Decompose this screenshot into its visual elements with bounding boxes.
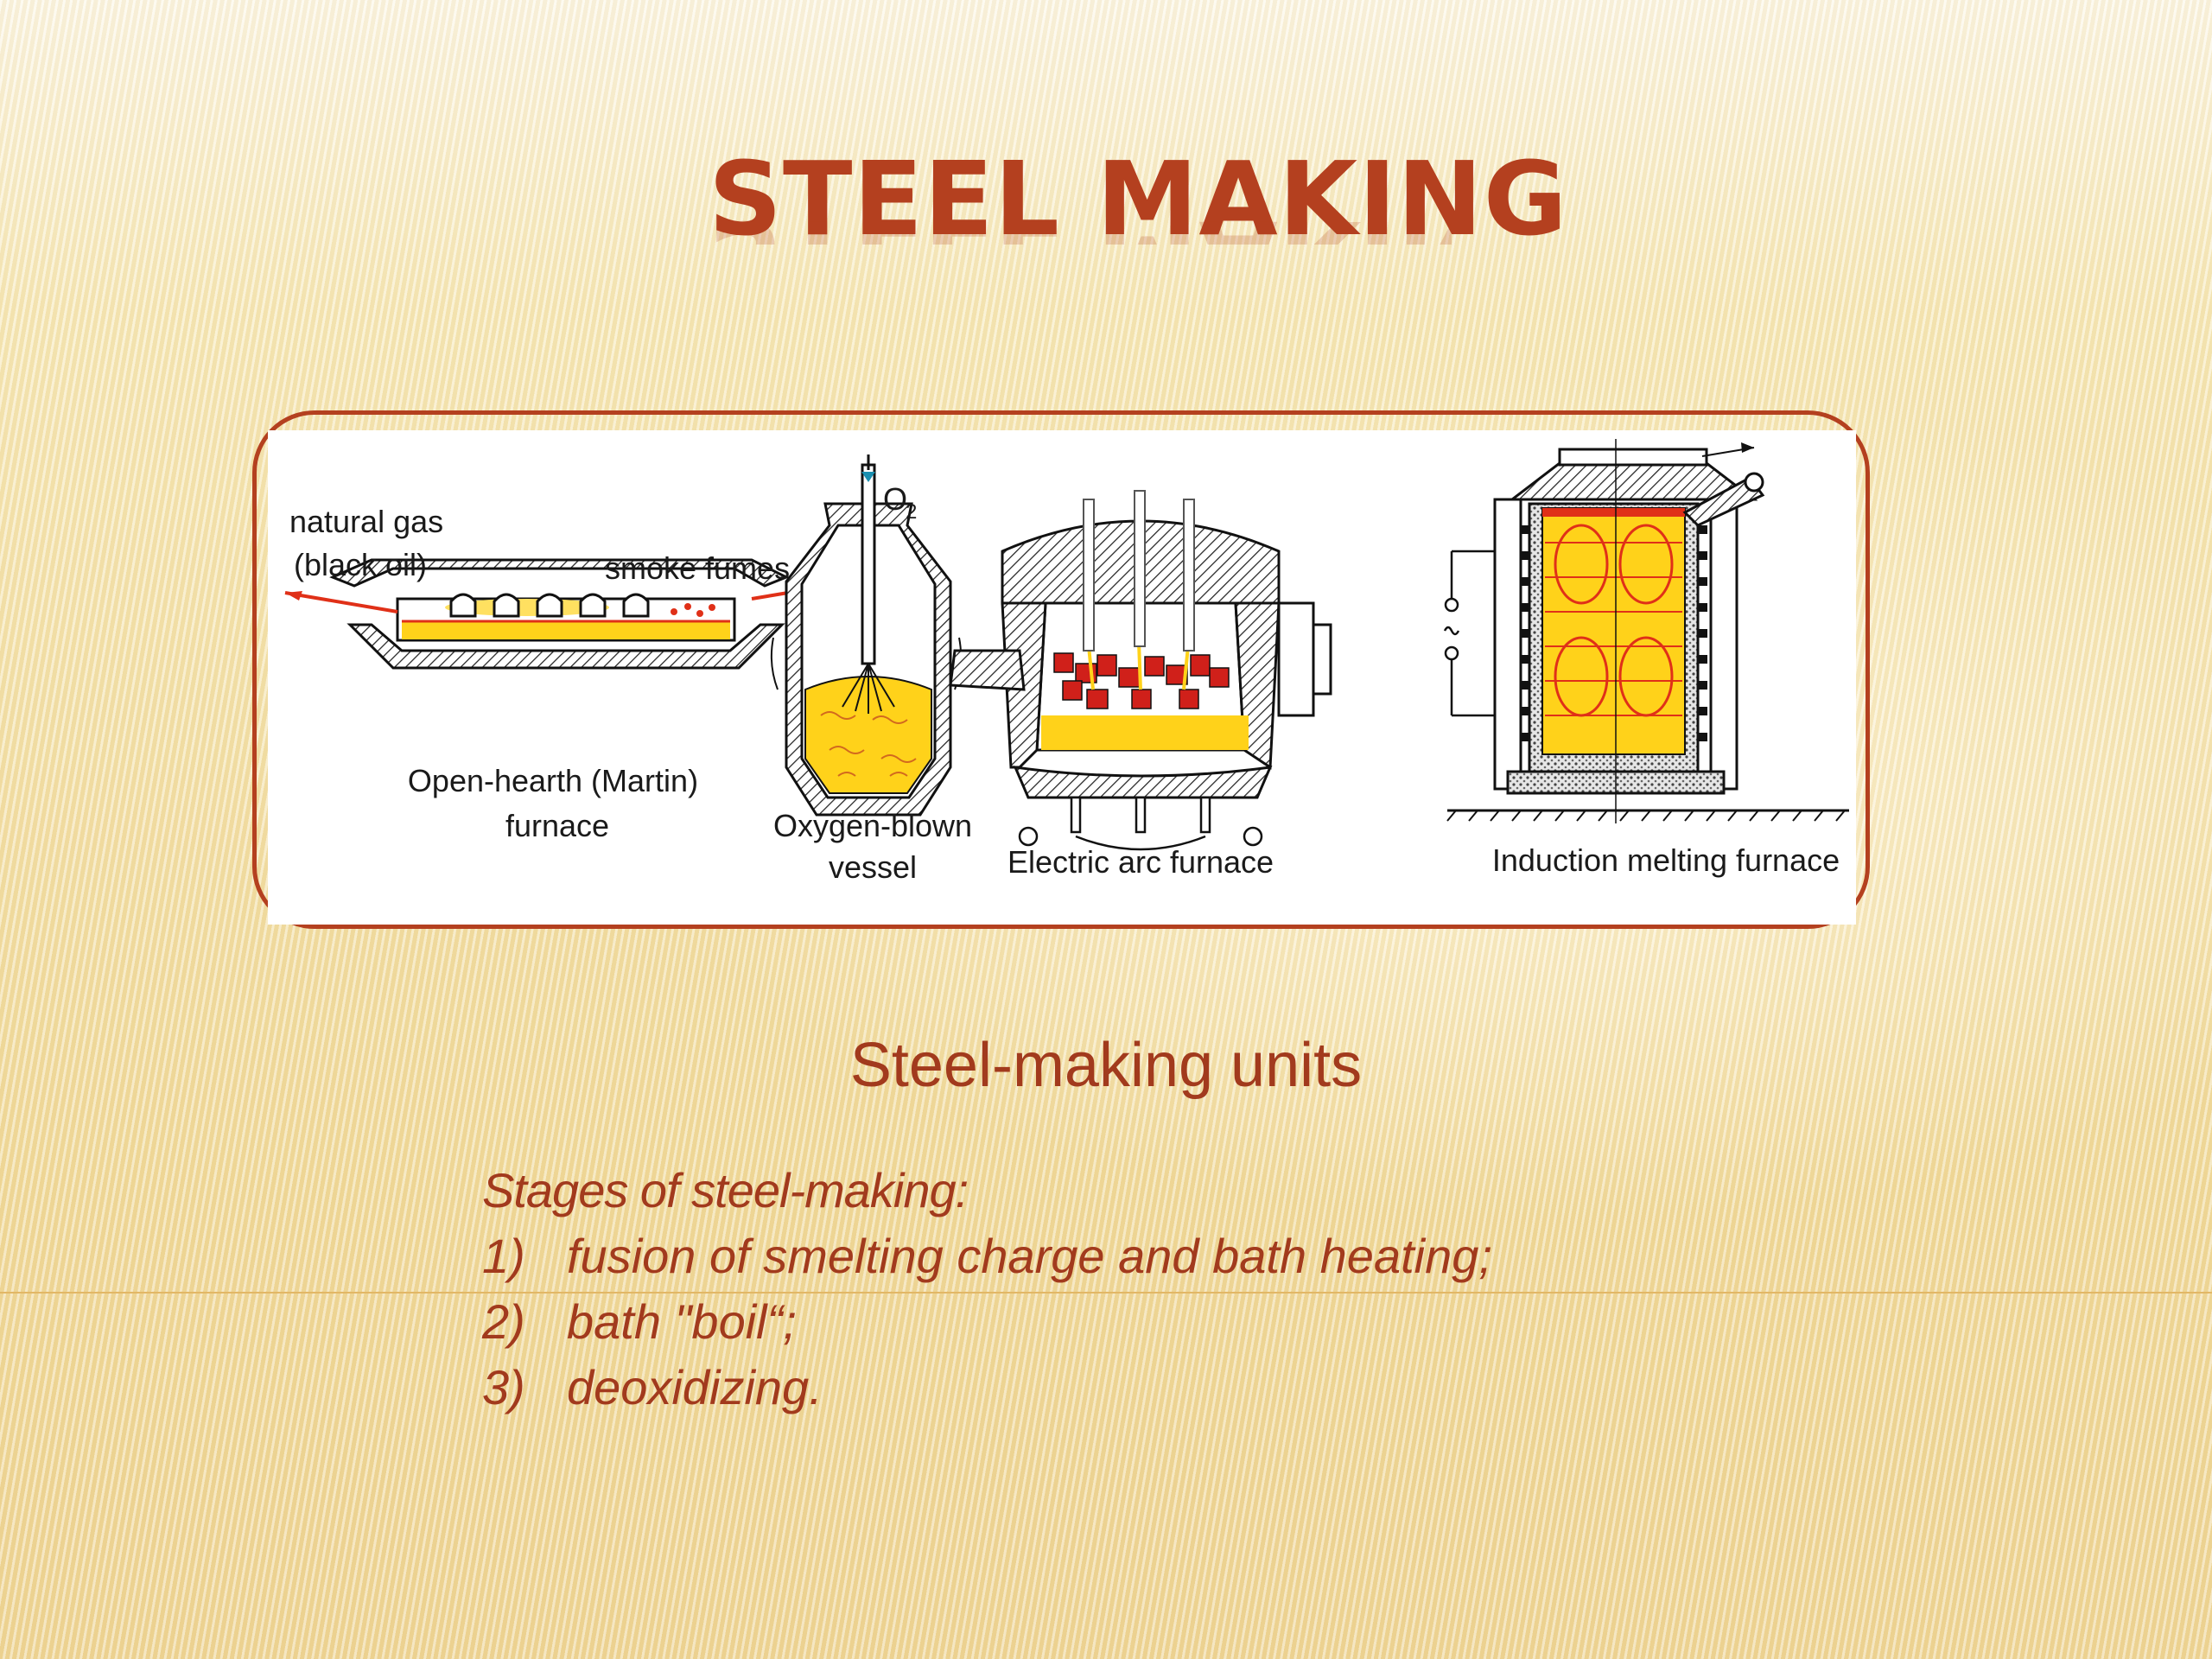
diagram-caption: Steel-making units [849,1031,1363,1100]
open-hearth-label-line1: Open-hearth (Martin) [408,763,698,798]
smoke-fumes-label: smoke fumes [605,550,790,586]
o2-label: O [883,481,907,517]
slide-title: STEEL MAKING [709,139,1568,258]
open-hearth-furnace: natural gas (black oil) smoke fumes Open… [284,504,830,843]
list-item: 2) bath "boil“; [482,1289,1951,1355]
electric-arc-label: Electric arc furnace [1007,844,1274,880]
list-item-number: 2) [482,1294,525,1349]
oxygen-vessel-label-line2: vessel [829,849,917,885]
list-item: 1) fusion of smelting charge and bath he… [482,1224,1951,1289]
induction-melting-furnace: Induction melting furnace [1443,439,1849,878]
stages-list: Stages of steel-making: 1) fusion of sme… [482,1158,1951,1421]
natural-gas-label: natural gas [289,504,443,539]
o2-subscript: 2 [906,500,917,524]
list-item-text: fusion of smelting charge and bath heati… [567,1229,1492,1283]
list-item-text: deoxidizing. [567,1360,823,1414]
list-item-text: bath "boil“; [567,1294,797,1349]
divider-line [0,1292,2212,1294]
title-block: STEEL MAKING STEEL MAKING [709,139,1568,289]
slide-title-reflection: STEEL MAKING [709,200,1452,245]
oxygen-vessel-label-line1: Oxygen-blown [773,808,972,843]
list-item: 3) deoxidizing. [482,1355,1951,1421]
open-hearth-label-line2: furnace [505,808,609,843]
induction-label: Induction melting furnace [1492,842,1840,878]
list-item-number: 1) [482,1229,525,1283]
list-item-number: 3) [482,1360,525,1414]
black-oil-label: (black oil) [294,547,427,582]
oxygen-blown-vessel: O 2 Oxygen-blown vessel [771,454,972,885]
electric-arc-furnace: Electric arc furnace [949,490,1332,880]
diagram-frame [252,410,1870,929]
steel-making-units-diagram: natural gas (black oil) smoke fumes Open… [268,430,1856,925]
stages-heading: Stages of steel-making: [482,1163,969,1217]
